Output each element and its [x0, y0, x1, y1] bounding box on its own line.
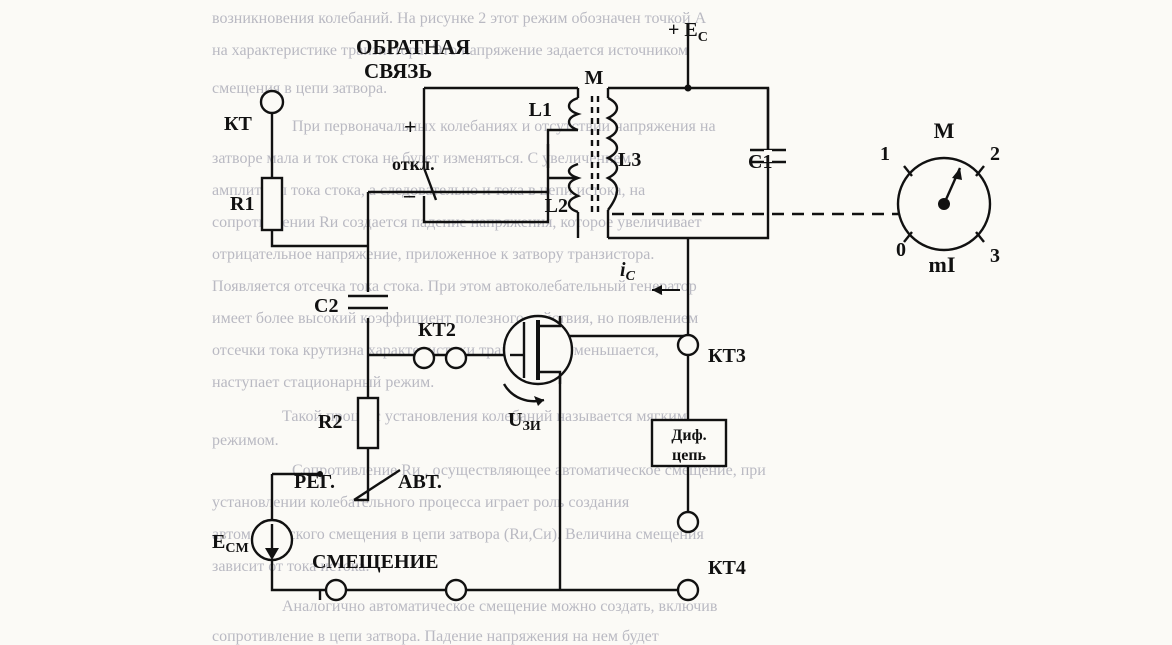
- feedback-label: ОБРАТНАЯ СВЯЗЬ + откл. –: [356, 35, 470, 207]
- kt4-label: КТ4: [708, 557, 746, 579]
- supply-terminal: + EC: [668, 19, 708, 92]
- capacitor-c2: C2: [314, 294, 388, 317]
- kt2-label: КТ2: [418, 319, 456, 341]
- switch-off-label: откл.: [392, 154, 435, 174]
- switch-plus: +: [404, 114, 417, 139]
- background-text-line: амплитуды тока стока, а следовательно и …: [212, 182, 646, 199]
- background-text-line: сопротивление в цепи затвора. Падение на…: [212, 628, 659, 645]
- svg-text:iC: iC: [620, 259, 636, 284]
- kt3-label: КТ3: [708, 345, 746, 367]
- background-text-line: установлении колебательного процесса игр…: [212, 494, 630, 511]
- l3-label: L3: [618, 149, 641, 171]
- esm-sub: СМ: [225, 541, 248, 556]
- background-text-line: автоматического смещения в цепи затвора …: [212, 526, 704, 543]
- uzi-sub: ЗИ: [522, 419, 540, 434]
- svg-text:EСМ: EСМ: [212, 531, 249, 556]
- esm-label: E: [212, 531, 225, 553]
- scale-3: 3: [990, 245, 1000, 267]
- resistor-r1: R1: [230, 176, 284, 232]
- transformer: M: [585, 67, 604, 212]
- test-point-kt4: КТ4: [676, 510, 746, 602]
- wires: [270, 36, 900, 600]
- avt-label: АВТ.: [398, 471, 442, 493]
- resistor-r2: R2: [318, 396, 380, 450]
- field-effect-transistor: UЗИ: [502, 314, 574, 434]
- drain-current-arrow: iC: [620, 259, 680, 295]
- test-point-kt2: КТ2: [412, 319, 468, 370]
- inductor-l2: L2: [545, 162, 582, 217]
- background-text-line: Сопротивление Rи , осуществляющее автома…: [292, 462, 766, 479]
- background-text-line: отрицательное напряжение, приложенное к …: [212, 246, 655, 263]
- mode-switch: РЕГ. АВТ.: [294, 471, 442, 493]
- r1-label: R1: [230, 193, 254, 215]
- inductor-l1: L1: [529, 96, 582, 132]
- capacitor-c1: C1: [748, 88, 786, 173]
- background-text-line: режимом.: [212, 432, 279, 449]
- ic-sub: C: [626, 269, 636, 284]
- supply-label: + E: [668, 19, 698, 41]
- background-text-line: зависит от тока истока.: [212, 558, 370, 575]
- c1-label: C1: [748, 151, 772, 173]
- c2-label: C2: [314, 295, 338, 317]
- kt-label: КТ: [224, 113, 253, 135]
- meter-unit: mI: [929, 252, 956, 277]
- background-text-line: затворе мала и ток стока не будет изменя…: [212, 150, 631, 167]
- r2-label: R2: [318, 411, 342, 433]
- inductor-l3: L3: [605, 96, 641, 211]
- background-text-line: Аналогично автоматическое смещение можно…: [282, 598, 718, 615]
- background-text-line: Такой процесс установления колебаний наз…: [282, 408, 687, 425]
- feedback-label-line-2: СВЯЗЬ: [364, 59, 432, 83]
- test-point-kt3: КТ3: [676, 333, 746, 367]
- reg-label: РЕГ.: [294, 471, 335, 493]
- dif-label-1: Диф.: [671, 427, 706, 444]
- background-text-line: наступает стационарный режим.: [212, 374, 435, 391]
- meter-label: M: [934, 118, 955, 143]
- bias-source: EСМ: [212, 518, 294, 562]
- ic-label: i: [620, 259, 626, 281]
- dif-label-2: цепь: [672, 447, 707, 464]
- supply-sub: C: [698, 30, 708, 45]
- scale-1: 1: [880, 143, 890, 165]
- scale-2: 2: [990, 143, 1000, 165]
- l2-label: L2: [545, 195, 568, 217]
- background-text-line: имеет более высокий коэффициент полезног…: [212, 310, 699, 327]
- background-text-line: возникновения колебаний. На рисунке 2 эт…: [212, 10, 707, 27]
- bias-label: СМЕЩЕНИЕ: [312, 551, 438, 573]
- transformer-label: M: [585, 67, 604, 89]
- background-text-line: смещения в цепи затвора.: [212, 80, 388, 97]
- milliammeter: M mI 0 1 2 3: [880, 118, 1000, 277]
- switch-minus: –: [403, 182, 416, 207]
- l1-label: L1: [529, 99, 552, 121]
- svg-text:UЗИ: UЗИ: [508, 409, 541, 434]
- svg-text:+ EC: + EC: [668, 19, 708, 45]
- uzi-label: U: [508, 409, 522, 431]
- bias-terminals: СМЕЩЕНИЕ: [312, 551, 468, 602]
- background-text-line: на характеристике транзистора. Это напря…: [212, 42, 689, 59]
- scale-0: 0: [896, 239, 906, 261]
- test-point-kt: КТ: [224, 89, 285, 135]
- differentiating-circuit: Диф. цепь: [650, 418, 728, 468]
- background-text-line: Появляется отсечка тока стока. При этом …: [212, 278, 697, 295]
- background-text-line: При первоначальных колебаниях и отсутств…: [292, 118, 716, 135]
- feedback-label-line-1: ОБРАТНАЯ: [356, 35, 470, 59]
